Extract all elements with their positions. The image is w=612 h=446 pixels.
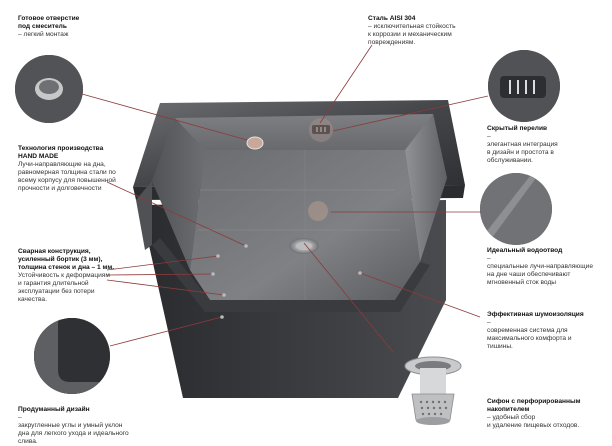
annotation-noise: Эффективная шумоизоляция – современная с… — [487, 311, 602, 351]
detail-inset-overflow — [488, 50, 560, 122]
annotation-desc: – современная система для максимального … — [487, 319, 572, 350]
annotation-desc: Устойчивость к деформациям и гарантия дл… — [18, 272, 110, 303]
annotation-desc: – элегантная интеграция в дизайн и прост… — [487, 133, 558, 164]
sink — [133, 100, 465, 398]
annotation-title: Эффективная шумоизоляция — [487, 311, 584, 318]
annotation-desc: – специальные лучи-направляющие на дне ч… — [487, 255, 593, 286]
annotation-overflow: Скрытый перелив – элегантная интеграция … — [487, 125, 597, 165]
annotation-title: Технология производства HAND MADE — [18, 145, 104, 160]
annotation-title: Идеальный водоотвод — [487, 247, 563, 254]
annotation-desc: – удобный сбор и удаление пищевых отходо… — [487, 414, 580, 429]
annotation-desc: – закругленные углы и умный уклон дна дл… — [18, 414, 129, 445]
annotation-drain: Идеальный водоотвод – специальные лучи-н… — [487, 247, 607, 287]
annotation-title: Сварная конструкция, усиленный бортик (3… — [18, 248, 115, 271]
annotation-steel: Сталь AISI 304 – исключительная стойкост… — [368, 15, 488, 47]
annotation-title: Сифон с перфорированным накопителем — [487, 398, 581, 413]
annotation-title: Готовое отверстие под смеситель — [18, 15, 80, 30]
detail-inset-corner — [34, 318, 110, 394]
leader-lines — [81, 44, 489, 353]
annotation-handmade: Технология производства HAND MADE Лучи-н… — [18, 145, 158, 193]
annotation-desc: – легкий монтаж — [18, 31, 69, 38]
annotation-siphon: Сифон с перфорированным накопителем – уд… — [487, 398, 605, 430]
annotation-desc: Лучи-направляющие на дна, равномерная то… — [18, 161, 116, 192]
annotation-design: Продуманный дизайн – закругленные углы и… — [18, 406, 168, 446]
leader-dots — [211, 244, 362, 319]
strainer-siphon — [404, 356, 462, 425]
annotation-mixer-hole: Готовое отверстие под смеситель – легкий… — [18, 15, 138, 39]
annotation-title: Скрытый перелив — [487, 125, 548, 132]
annotation-title: Сталь AISI 304 — [368, 15, 416, 22]
annotation-title: Продуманный дизайн — [18, 406, 90, 413]
detail-inset-mixer-hole — [15, 55, 83, 123]
detail-inset-drain — [480, 173, 552, 245]
annotation-welded: Сварная конструкция, усиленный бортик (3… — [18, 248, 143, 304]
annotation-desc: – исключительная стойкость к коррозии и … — [368, 23, 456, 46]
